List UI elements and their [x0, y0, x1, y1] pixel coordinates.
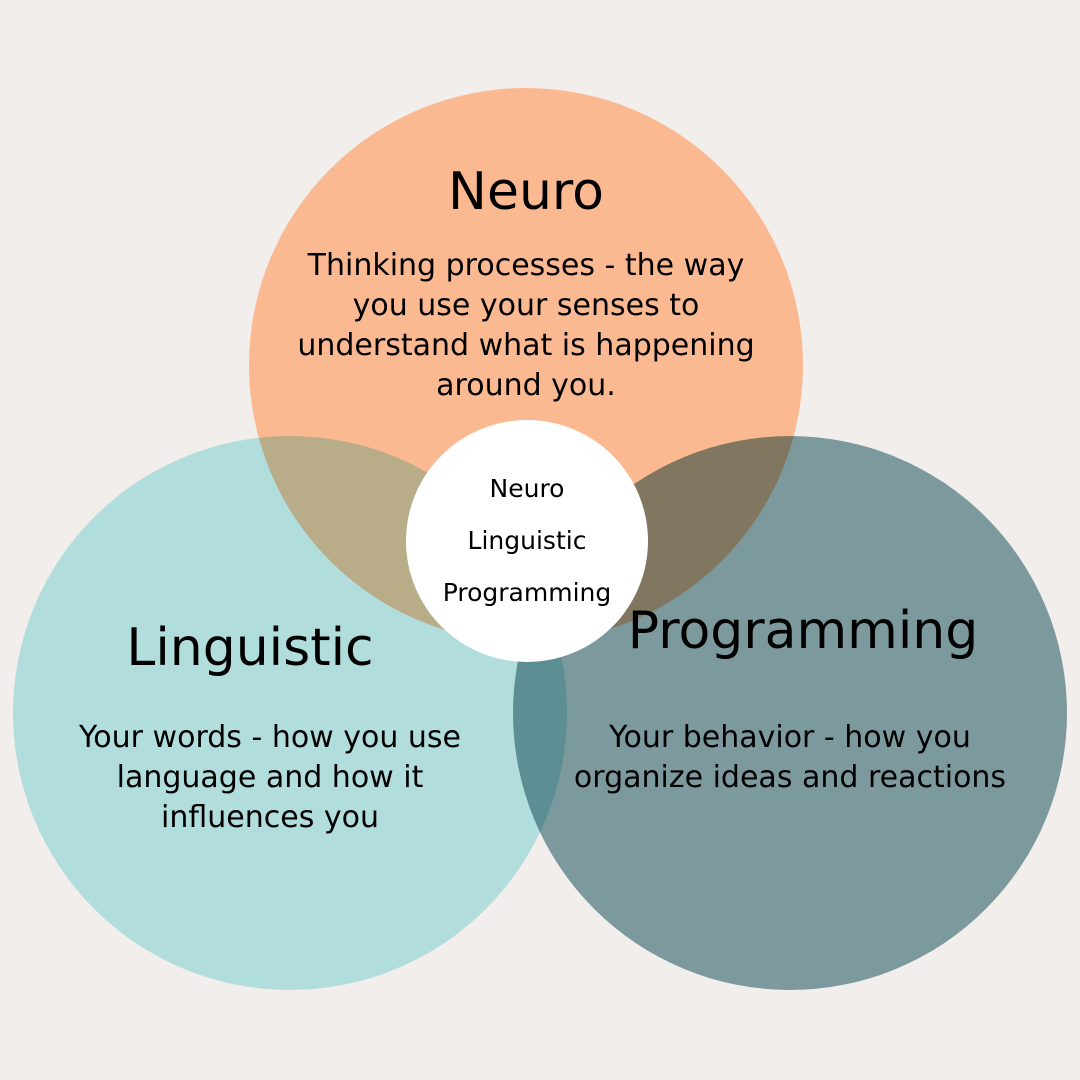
center-line-neuro: Neuro — [489, 474, 565, 503]
linguistic-description: Your words - how you use language and ho… — [78, 720, 462, 835]
linguistic-title: Linguistic — [126, 618, 374, 678]
neuro-description: Thinking processes - the way you use you… — [297, 248, 755, 403]
center-line-linguistic: Linguistic — [467, 526, 587, 555]
center-circle: Neuro Linguistic Programming — [406, 420, 648, 662]
programming-title: Programming — [627, 601, 979, 661]
neuro-title: Neuro — [448, 162, 604, 222]
programming-description: Your behavior - how you organize ideas a… — [573, 720, 1007, 795]
center-line-programming: Programming — [442, 578, 612, 607]
